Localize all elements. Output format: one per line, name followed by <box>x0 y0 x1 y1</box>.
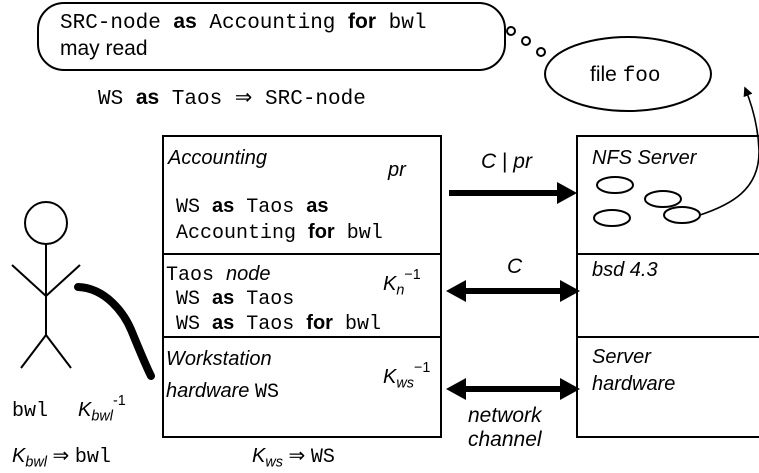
ws-key-binding: Kws ⇒ WS <box>252 445 335 470</box>
user-name: bwl <box>12 400 48 423</box>
channel-arrows <box>446 182 580 400</box>
taos-principal-line2: WS as Taos for bwl <box>176 312 381 336</box>
accounting-principal-line1: WS as Taos as <box>176 195 329 219</box>
server-hardware-line1: Server <box>592 346 652 368</box>
file-pointer-curve <box>699 86 759 216</box>
workstation-hardware-line2: hardware WS <box>166 380 279 404</box>
workstation-hardware-line1: Workstation <box>166 348 272 370</box>
taos-node-key: Kn−1 <box>383 267 421 298</box>
server-hardware-line2: hardware <box>592 373 675 395</box>
user-key: Kbwl-1 <box>78 393 126 424</box>
middle-arrow-label: C <box>507 255 523 278</box>
bottom-arrow-label-line2: channel <box>468 428 543 451</box>
bsd-label: bsd 4.3 <box>592 259 658 281</box>
file-bubble-label: file foo <box>590 63 661 88</box>
bottom-arrow-label-line1: network <box>468 404 543 427</box>
taos-node-title: Taos node <box>166 263 271 287</box>
top-arrow-label: C | pr <box>481 150 533 173</box>
user-key-binding: Kbwl ⇒ bwl <box>12 445 111 470</box>
accounting-key: pr <box>387 159 407 181</box>
thought-bubble-line1: SRC-node as Accounting for bwl <box>60 10 426 35</box>
workstation-hardware-key: Kws−1 <box>383 360 430 391</box>
thought-bubble-line2: may read <box>60 37 148 60</box>
user-key-link <box>74 283 155 380</box>
nfs-server-label: NFS Server <box>592 147 698 169</box>
file-bubble <box>544 36 712 112</box>
accounting-principal-line2: Accounting for bwl <box>176 221 383 245</box>
workstation-stack <box>162 135 442 438</box>
accounting-title: Accounting <box>167 147 267 169</box>
file-ellipses <box>593 176 701 227</box>
server-stack <box>576 135 759 438</box>
user-figure <box>11 201 81 369</box>
thought-bubble <box>37 2 506 71</box>
taos-principal-line1: WS as Taos <box>176 287 294 311</box>
delegation-statement: WS as Taos ⇒ SRC-node <box>98 86 366 111</box>
